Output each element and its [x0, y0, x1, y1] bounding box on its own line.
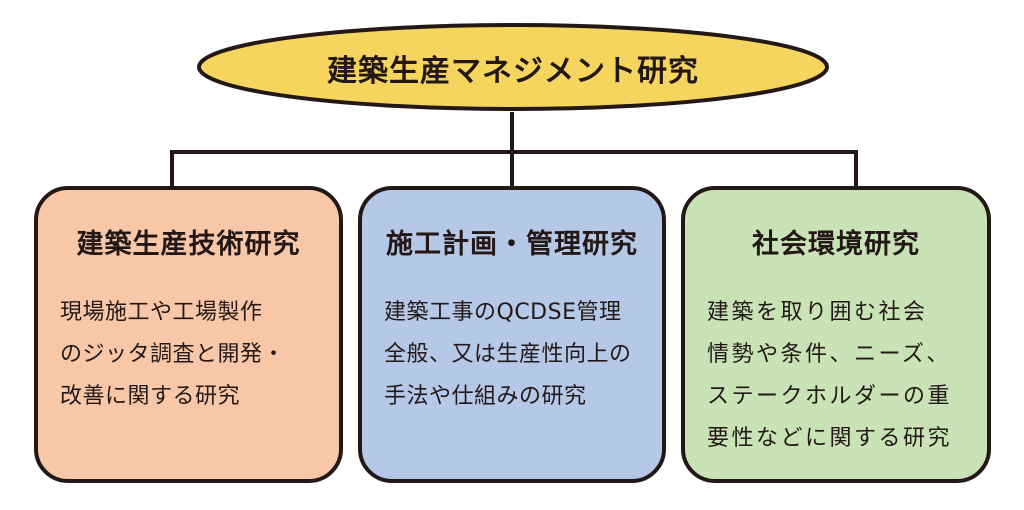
root-node: 建築生産マネジメント研究 — [197, 23, 829, 112]
branch-title: 建築生産技術研究 — [76, 229, 301, 260]
branch-card-social-environment: 社会環境研究 建築を取り囲む社会 情勢や条件、ニーズ、 ステークホルダーの重 要… — [681, 186, 991, 483]
branch-description: 建築工事のQCDSE管理 全般、又は生産性向上の 手法や仕組みの研究 — [384, 300, 632, 409]
branch-card-production-technology: 建築生産技術研究 現場施工や工場製作 のジッタ調査と開発・ 改善に関する研究 — [34, 186, 343, 483]
branch-description: 現場施工や工場製作 のジッタ調査と開発・ 改善に関する研究 — [60, 300, 286, 409]
branch-card-construction-planning: 施工計画・管理研究 建築工事のQCDSE管理 全般、又は生産性向上の 手法や仕組… — [358, 186, 666, 483]
root-ellipse — [197, 23, 829, 111]
branch-description: 建築を取り囲む社会 情勢や条件、ニーズ、 ステークホルダーの重 要性などに関する… — [707, 300, 953, 451]
branch-title: 施工計画・管理研究 — [386, 229, 638, 260]
branch-title: 社会環境研究 — [752, 229, 920, 260]
root-title: 建築生産マネジメント研究 — [327, 53, 699, 89]
